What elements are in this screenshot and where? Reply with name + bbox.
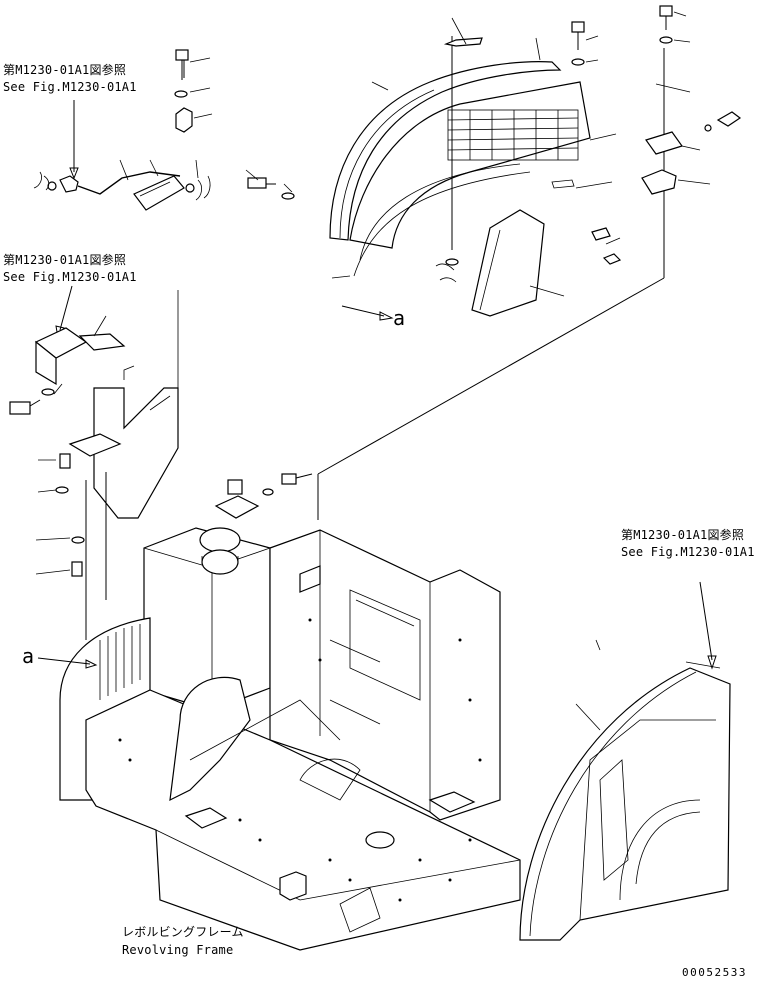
frame-label-en: Revolving Frame [122, 943, 234, 957]
ref-mid-left-en: See Fig.M1230-01A1 [3, 270, 137, 284]
linkage-assembly [33, 49, 213, 211]
ref-mid-left-jp: 第M1230-01A1図参照 [3, 253, 127, 267]
bracket-assembly [9, 285, 179, 640]
ref-right-jp: 第M1230-01A1図参照 [621, 528, 745, 542]
callout-a-top: a [393, 306, 406, 330]
ref-top-left-en: See Fig.M1230-01A1 [3, 80, 137, 94]
callout-a-left: a [22, 644, 35, 668]
grille-slots [447, 109, 579, 161]
frame-label-jp: レボルビングフレーム [122, 925, 244, 939]
counterweight-ribs [99, 624, 141, 700]
ref-top-left-jp: 第M1230-01A1図参照 [3, 63, 127, 77]
drawing-number: 00052533 [682, 966, 747, 979]
engine-hood-assembly [245, 5, 742, 321]
revolving-frame-assembly [59, 277, 665, 951]
ref-right-en: See Fig.M1230-01A1 [621, 545, 755, 559]
callout-arrows [37, 657, 98, 669]
side-cover-assembly [519, 581, 731, 941]
